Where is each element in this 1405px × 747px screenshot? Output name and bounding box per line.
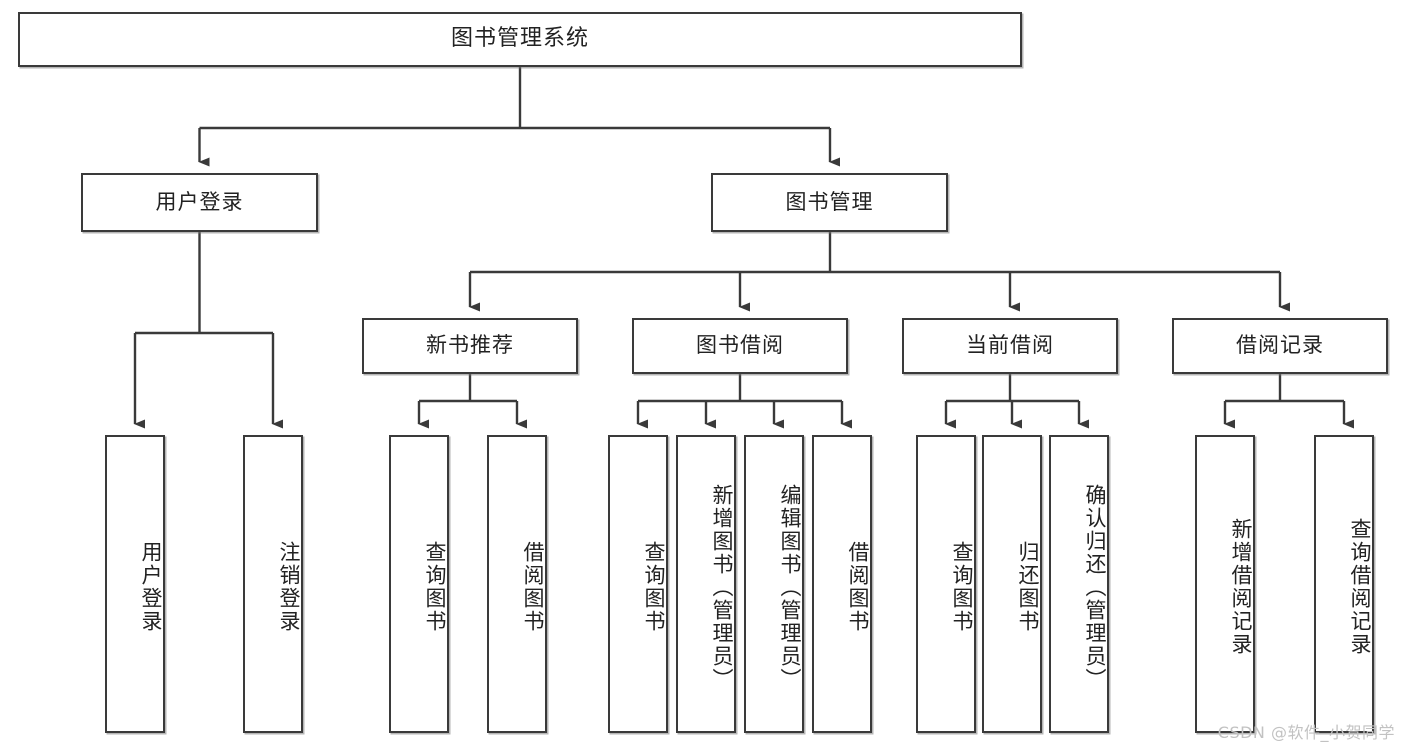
node-leaf-user-login-label: 用户登录 (139, 541, 163, 633)
node-root[interactable]: 图书管理系统 (18, 12, 1022, 67)
node-book-manage-label: 图书管理 (785, 189, 874, 214)
node-borrow-record-label: 借阅记录 (1236, 333, 1324, 358)
node-user-login-label: 用户登录 (155, 189, 244, 214)
csdn-watermark: CSDN @软件_小贺同学 (1217, 723, 1395, 742)
node-leaf-add-record-label: 新增借阅记录 (1229, 518, 1253, 656)
node-leaf-confirm-return-label: 确认归还（管理员） (1083, 483, 1107, 691)
node-leaf-user-logout-label: 注销登录 (277, 541, 301, 633)
node-book-borrow-label: 图书借阅 (696, 333, 784, 358)
node-leaf-query-book-2-label: 查询图书 (642, 541, 666, 633)
node-leaf-query-record-label: 查询借阅记录 (1348, 518, 1372, 656)
node-leaf-borrow-book-1[interactable]: 借阅图书 (487, 435, 547, 733)
node-leaf-user-logout[interactable]: 注销登录 (243, 435, 303, 733)
node-leaf-edit-book[interactable]: 编辑图书（管理员） (744, 435, 804, 733)
node-new-book-rec[interactable]: 新书推荐 (362, 318, 578, 374)
node-current-borrow-label: 当前借阅 (966, 333, 1054, 358)
node-leaf-add-record[interactable]: 新增借阅记录 (1195, 435, 1255, 733)
node-leaf-query-book-3[interactable]: 查询图书 (916, 435, 976, 733)
node-leaf-query-record[interactable]: 查询借阅记录 (1314, 435, 1374, 733)
node-leaf-return-book-label: 归还图书 (1016, 541, 1040, 633)
node-book-manage[interactable]: 图书管理 (711, 173, 948, 232)
node-leaf-query-book-1[interactable]: 查询图书 (389, 435, 449, 733)
node-book-borrow[interactable]: 图书借阅 (632, 318, 848, 374)
node-leaf-query-book-2[interactable]: 查询图书 (608, 435, 668, 733)
node-leaf-confirm-return[interactable]: 确认归还（管理员） (1049, 435, 1109, 733)
node-leaf-borrow-book-1-label: 借阅图书 (521, 541, 545, 633)
node-current-borrow[interactable]: 当前借阅 (902, 318, 1118, 374)
node-user-login[interactable]: 用户登录 (81, 173, 318, 232)
node-leaf-query-book-3-label: 查询图书 (950, 541, 974, 633)
node-leaf-add-book-label: 新增图书（管理员） (710, 483, 734, 691)
node-leaf-borrow-book-2[interactable]: 借阅图书 (812, 435, 872, 733)
node-root-label: 图书管理系统 (450, 26, 589, 52)
node-leaf-edit-book-label: 编辑图书（管理员） (778, 483, 802, 691)
node-new-book-rec-label: 新书推荐 (426, 333, 514, 358)
node-borrow-record[interactable]: 借阅记录 (1172, 318, 1388, 374)
node-leaf-return-book[interactable]: 归还图书 (982, 435, 1042, 733)
node-leaf-user-login[interactable]: 用户登录 (105, 435, 165, 733)
node-leaf-add-book[interactable]: 新增图书（管理员） (676, 435, 736, 733)
node-leaf-query-book-1-label: 查询图书 (423, 541, 447, 633)
node-leaf-borrow-book-2-label: 借阅图书 (846, 541, 870, 633)
